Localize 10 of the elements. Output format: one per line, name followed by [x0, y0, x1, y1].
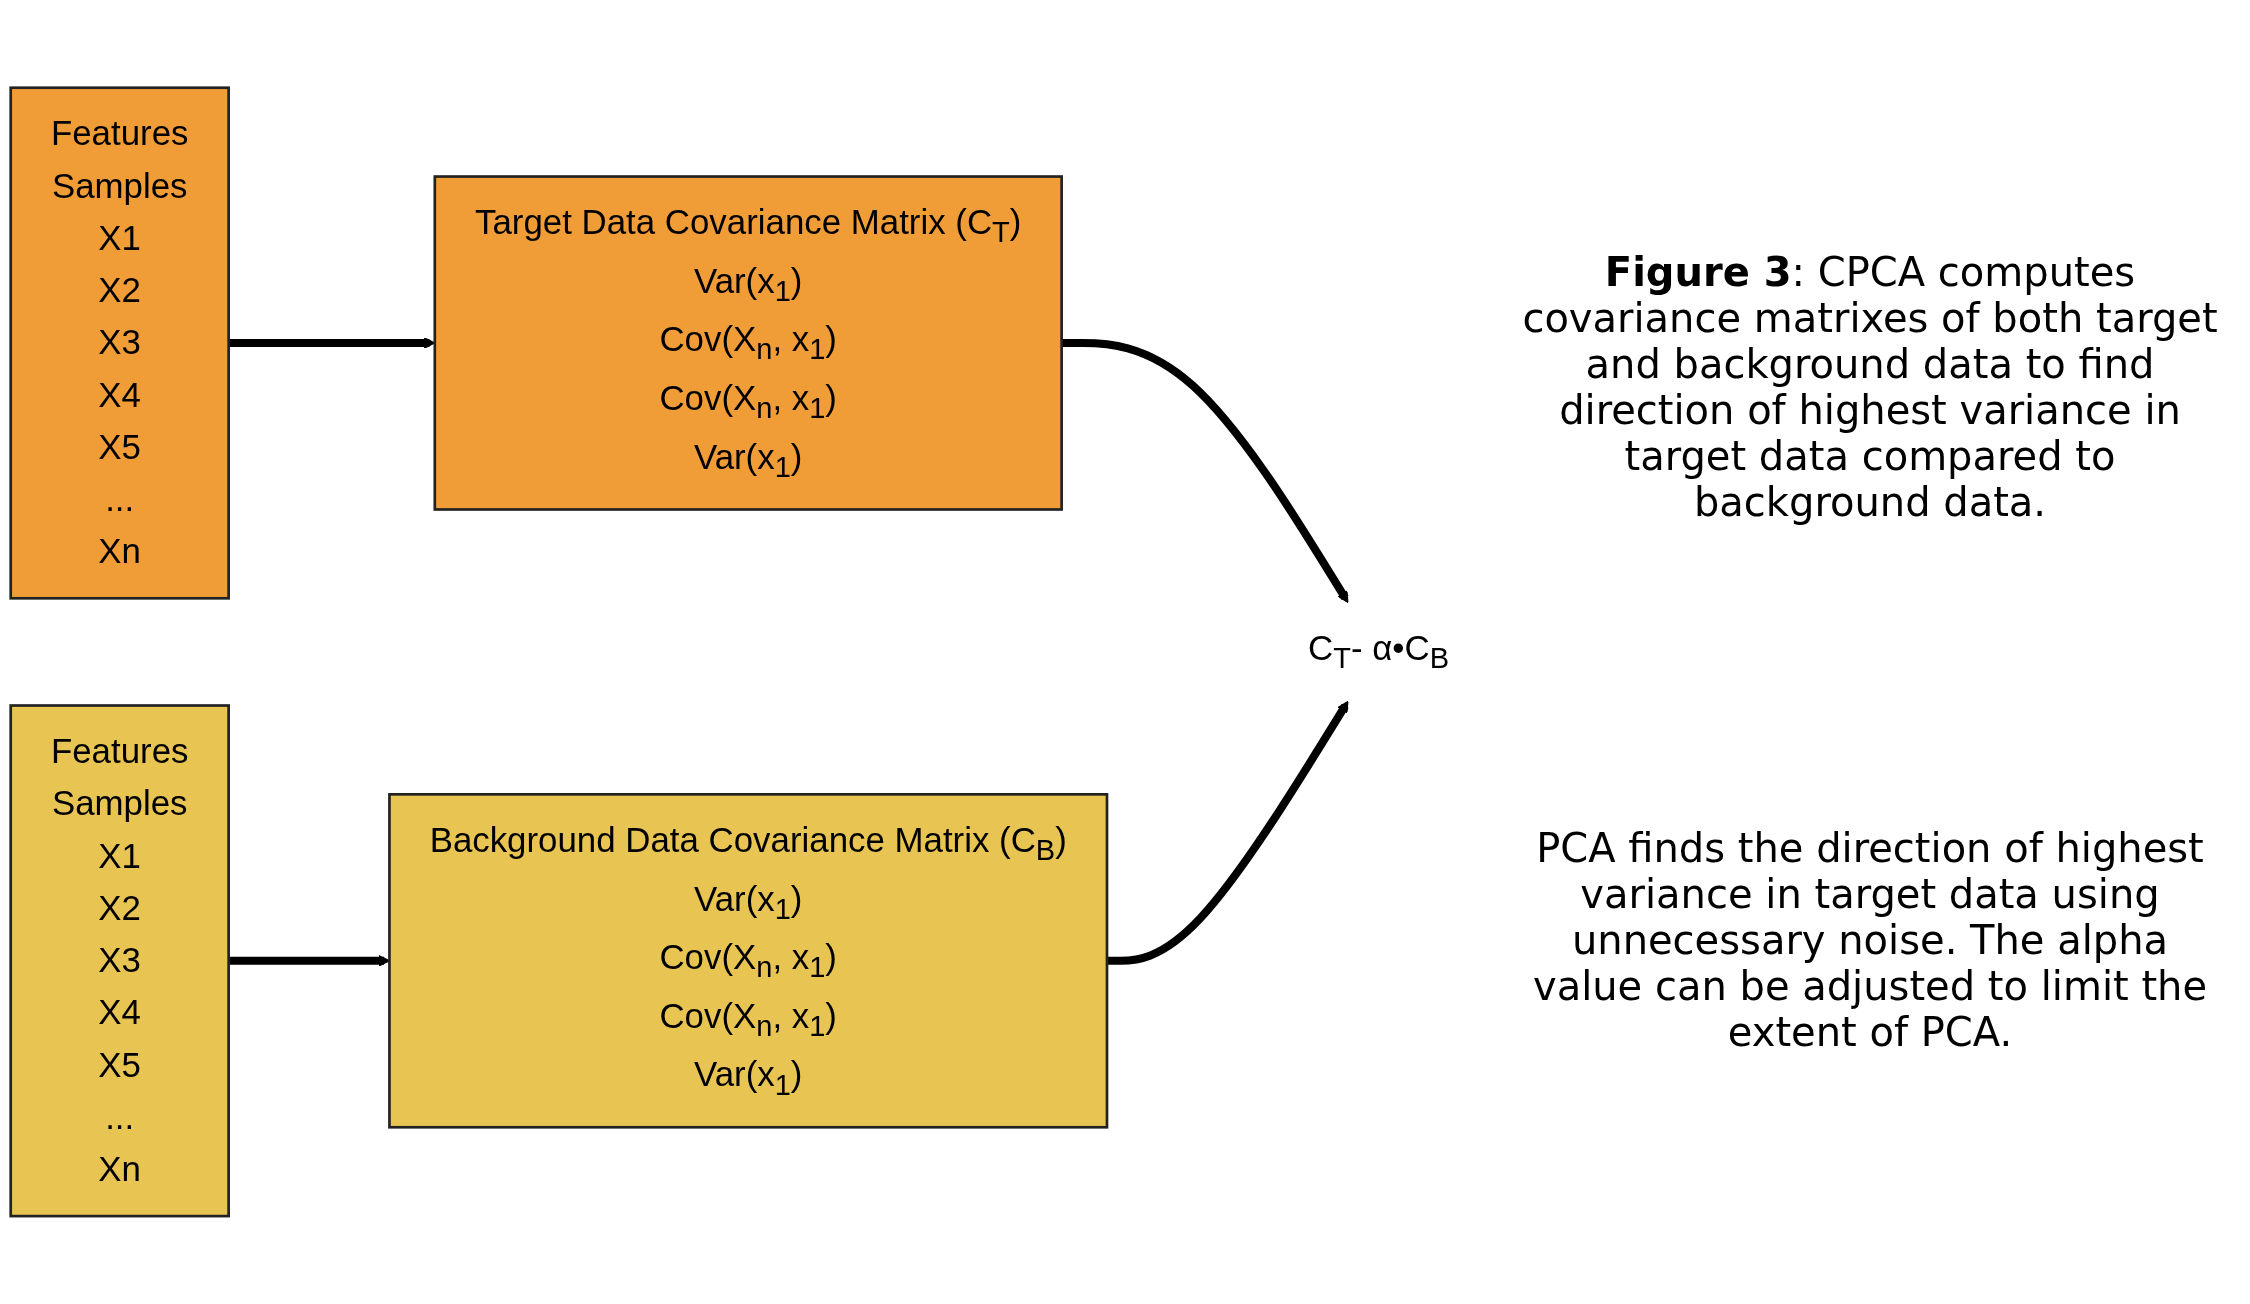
arrow [1061, 339, 1349, 604]
note-text: PCA finds the direction of highest variance in target data using unnecessary noise. The alpha value can be adjusted to limit the extent of PCA. [1531, 825, 2209, 1055]
node-box: Target Data Covariance Matrix (C$_{T}$) Var(x$_{1}$) Cov(X$_{n}$, x$_{1}$) Cov(X$_{n}$, x$_{1}$) Var(x$_{1}$) [433, 175, 1063, 511]
arrow [1107, 700, 1349, 965]
node-box: Features Samples X1 X2 X3 X4 X5 ... Xn [9, 86, 230, 600]
figure-caption: Figure 3: CPCA computes covariance matrixes of both target and background data to find direction of highest variance in target data compared to background data. [1521, 249, 2219, 525]
node-box: Background Data Covariance Matrix (C$_{B}$) Var(x$_{1}$) Cov(X$_{n}$, x$_{1}$) Cov(X$_{n}$, x$_{1}$) Var(x$_{1}$) [388, 793, 1109, 1129]
arrow [228, 955, 390, 967]
node-box: Features Samples X1 X2 X3 X4 X5 ... Xn [9, 704, 230, 1218]
node-text: C$_{T}$- α•C$_{B}$ [1308, 628, 1450, 676]
